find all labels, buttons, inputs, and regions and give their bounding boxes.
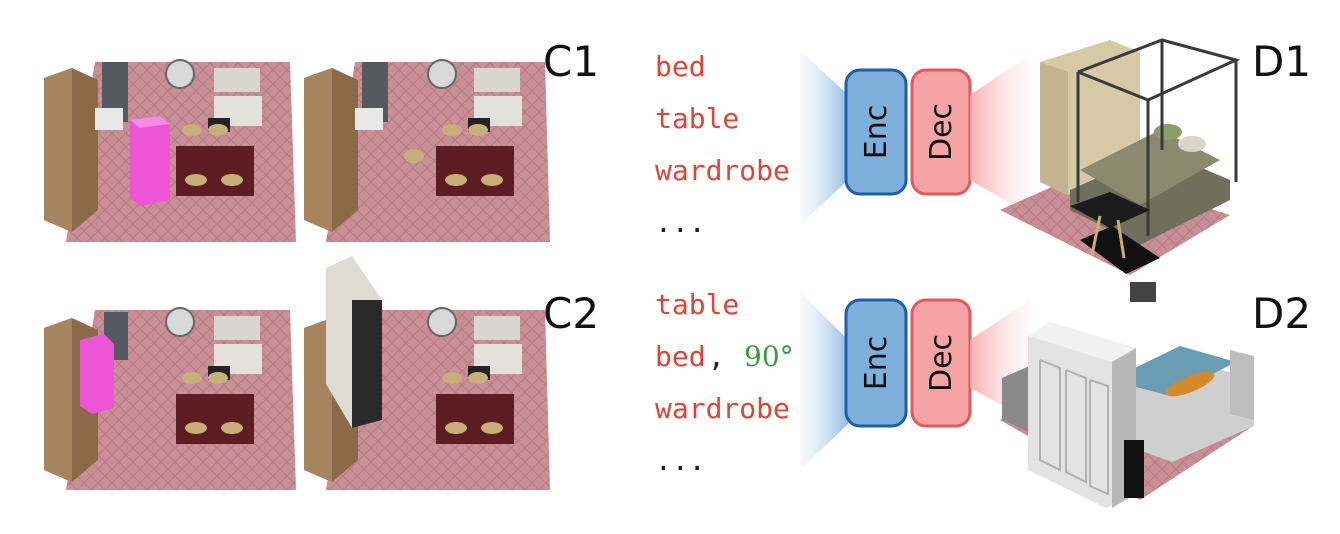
panel-label-d2: D2: [1252, 289, 1311, 338]
scene-c1-left: [44, 59, 296, 242]
token: table: [655, 102, 739, 135]
encoder-label: Enc: [859, 105, 894, 159]
encoder-box: [844, 68, 908, 196]
highlighted-object: [80, 334, 114, 414]
encoder-label: Enc: [859, 336, 894, 390]
panel-label-d1: D1: [1252, 37, 1311, 86]
model-bottom: Enc Dec: [800, 292, 1030, 470]
encoder-input-fan: [800, 50, 848, 225]
scene-d2: [1000, 322, 1254, 508]
decoder-label: Dec: [924, 334, 959, 392]
token: bed: [655, 50, 706, 83]
decoder-label: Dec: [924, 103, 959, 161]
token: wardrobe: [655, 154, 790, 187]
decoder-output-fan: [970, 55, 1030, 215]
encoder-box: [844, 298, 908, 428]
highlighted-object: [130, 116, 170, 206]
ellipsis: ...: [655, 206, 706, 239]
token: wardrobe: [655, 392, 790, 425]
model-top: Enc Dec: [800, 50, 1030, 225]
encoder-input-fan: [800, 292, 848, 470]
token-sequence-bottom: table bed , 90° wardrobe ...: [655, 288, 794, 477]
panel-label-c1: C1: [543, 37, 599, 86]
token-sequence-top: bed table wardrobe ...: [655, 50, 790, 239]
scene-c2-right: [304, 256, 550, 490]
token: table: [655, 288, 739, 321]
scene-c1-right: [304, 59, 550, 242]
scene-c2-left: [44, 307, 296, 490]
token-separator: ,: [708, 340, 725, 373]
panel-label-c2: C2: [543, 289, 599, 338]
ellipsis: ...: [655, 444, 706, 477]
scene-d1: [1000, 38, 1241, 302]
token: bed: [655, 340, 706, 373]
angle-attribute: 90°: [744, 340, 794, 373]
